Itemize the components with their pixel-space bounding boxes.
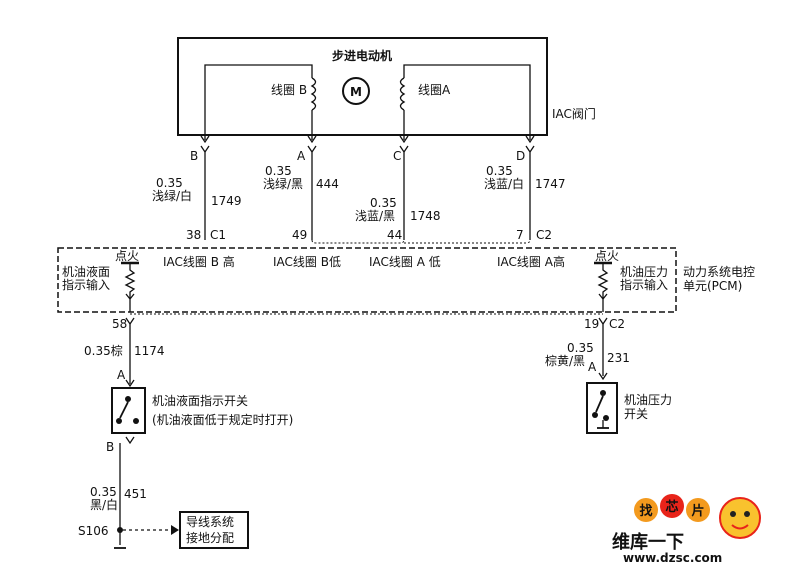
coil-a-label: 线圈A (418, 83, 451, 97)
pressure-switch-connector-a (598, 372, 608, 381)
motor-symbol: M (350, 85, 362, 99)
pcm-connector-c2-bottom: C2 (609, 317, 625, 331)
pullup-resistor-left-icon (124, 263, 136, 298)
pcm-name-line1: 动力系统电控 (683, 265, 755, 279)
ignition-left-label: 点火 (115, 249, 139, 263)
pcm-pin-49: 49 (292, 228, 307, 242)
wire-1174-spec: 0.35棕 (84, 343, 123, 358)
coil-b-symbol (310, 77, 317, 111)
level-switch-connector-a (125, 379, 135, 388)
iac-valve-box (177, 37, 548, 136)
splice-s106-dot (117, 527, 123, 533)
oil-level-switch-note: (机油液面低于规定时打开) (152, 412, 293, 427)
valve-pin-c: C (393, 149, 401, 163)
iac-wires (204, 152, 531, 240)
pcm-pin-44: 44 (387, 228, 402, 242)
valve-pin-a: A (297, 149, 306, 163)
wire-1748-gauge: 0.35 (370, 196, 397, 210)
wire-451-number: 451 (124, 487, 147, 501)
wire-1747-gauge: 0.35 (486, 164, 513, 178)
level-switch-connector-b (125, 436, 135, 445)
pcm-pin-38: 38 (186, 228, 201, 242)
wire-1749-number: 1749 (211, 194, 242, 208)
wire-1748-color: 浅蓝/黑 (355, 209, 395, 223)
motor-icon (342, 77, 370, 105)
ground-ref-line1: 导线系统 (186, 515, 234, 529)
pcm-pin-19: 19 (584, 317, 599, 331)
oil-pressure-input-line2: 指示输入 (620, 277, 668, 292)
twisted-pair-b (404, 239, 531, 244)
watermark-brand: 维库一下 (612, 531, 684, 553)
oil-pressure-input-line1: 机油压力 (620, 265, 668, 279)
wire-1749-color: 浅绿/白 (152, 188, 192, 203)
oil-level-switch-name: 机油液面指示开关 (152, 393, 248, 408)
pcm-label-iac-coil-b-low: IAC线圈 B低 (273, 255, 341, 269)
pcm-pin-7: 7 (516, 228, 524, 242)
watermark-mascot-icon (719, 497, 761, 539)
wire-444-color: 浅绿/黑 (263, 176, 303, 191)
ground-ref-arrow-icon (171, 525, 179, 535)
wire-444-number: 444 (316, 177, 339, 191)
pcm-pin-58: 58 (112, 317, 127, 331)
oil-level-input-line2: 指示输入 (62, 277, 110, 292)
wire-1749-gauge: 0.35 (156, 176, 183, 190)
wire-444-gauge: 0.35 (265, 164, 292, 178)
ground-ref-line2: 接地分配 (186, 530, 234, 545)
level-switch-pin-a: A (117, 368, 126, 382)
valve-connector-pins (200, 135, 535, 154)
watermark-badge-2 (660, 494, 684, 518)
ignition-right-label: 点火 (595, 249, 619, 263)
wire-231-number: 231 (607, 351, 630, 365)
oil-level-switch-box (111, 387, 146, 434)
watermark-badge-text-2: 芯 (665, 499, 678, 515)
oil-level-input-line1: 机油液面 (62, 264, 110, 279)
watermark-badge-text-3: 片 (691, 503, 704, 519)
pcm-bottom-connector-pins (125, 317, 608, 326)
twisted-pair-a (311, 239, 405, 244)
wire-1747-number: 1747 (535, 177, 566, 191)
pcm-connector-c2-top: C2 (536, 228, 552, 242)
wire-1748-number: 1748 (410, 209, 441, 223)
watermark-url: www.dzsc.com (623, 551, 722, 563)
splice-s106-label: S106 (78, 524, 109, 538)
coil-a-symbol (399, 77, 406, 111)
pcm-box (57, 247, 677, 313)
oil-pressure-switch-name-2: 开关 (624, 407, 648, 421)
stepper-motor-title: 步进电动机 (332, 48, 392, 63)
wire-231-gauge: 0.35 (567, 341, 594, 355)
pullup-resistor-right-icon (597, 263, 609, 298)
pcm-label-iac-coil-a-low: IAC线圈 A 低 (369, 255, 441, 269)
level-switch-pin-b: B (106, 440, 114, 454)
pcm-label-iac-coil-b-high: IAC线圈 B 高 (163, 254, 235, 269)
oil-pressure-switch-icon (592, 390, 609, 429)
pcm-connector-c1: C1 (210, 228, 226, 242)
coil-b-label: 线圈 B (271, 83, 307, 97)
wire-1747-color: 浅蓝/白 (484, 176, 524, 191)
oil-level-switch-icon (116, 396, 139, 424)
wire-451-gauge: 0.35 (90, 485, 117, 499)
wire-1174-number: 1174 (134, 344, 165, 358)
valve-pin-b: B (190, 149, 198, 163)
ground-distribution-box (179, 511, 249, 549)
pressure-switch-pin-a: A (588, 360, 597, 374)
watermark-badge-3 (686, 498, 710, 522)
oil-pressure-switch-name: 机油压力 (624, 393, 672, 407)
iac-valve-label: IAC阀门 (552, 106, 596, 121)
wire-451-color: 黑/白 (90, 497, 118, 512)
watermark-logo: 找 芯 片 维库一下 www.dzsc.com (612, 494, 761, 563)
watermark-badge-1 (634, 498, 658, 522)
coil-a-wire-top (403, 64, 531, 140)
pcm-name-line2: 单元(PCM) (683, 279, 742, 293)
pcm-label-iac-coil-a-high: IAC线圈 A高 (497, 254, 565, 269)
wire-231-color: 棕黄/黑 (545, 353, 585, 368)
coil-b-wire-top (204, 64, 313, 140)
watermark-badge-text-1: 找 (639, 503, 652, 519)
valve-pin-d: D (516, 149, 525, 163)
